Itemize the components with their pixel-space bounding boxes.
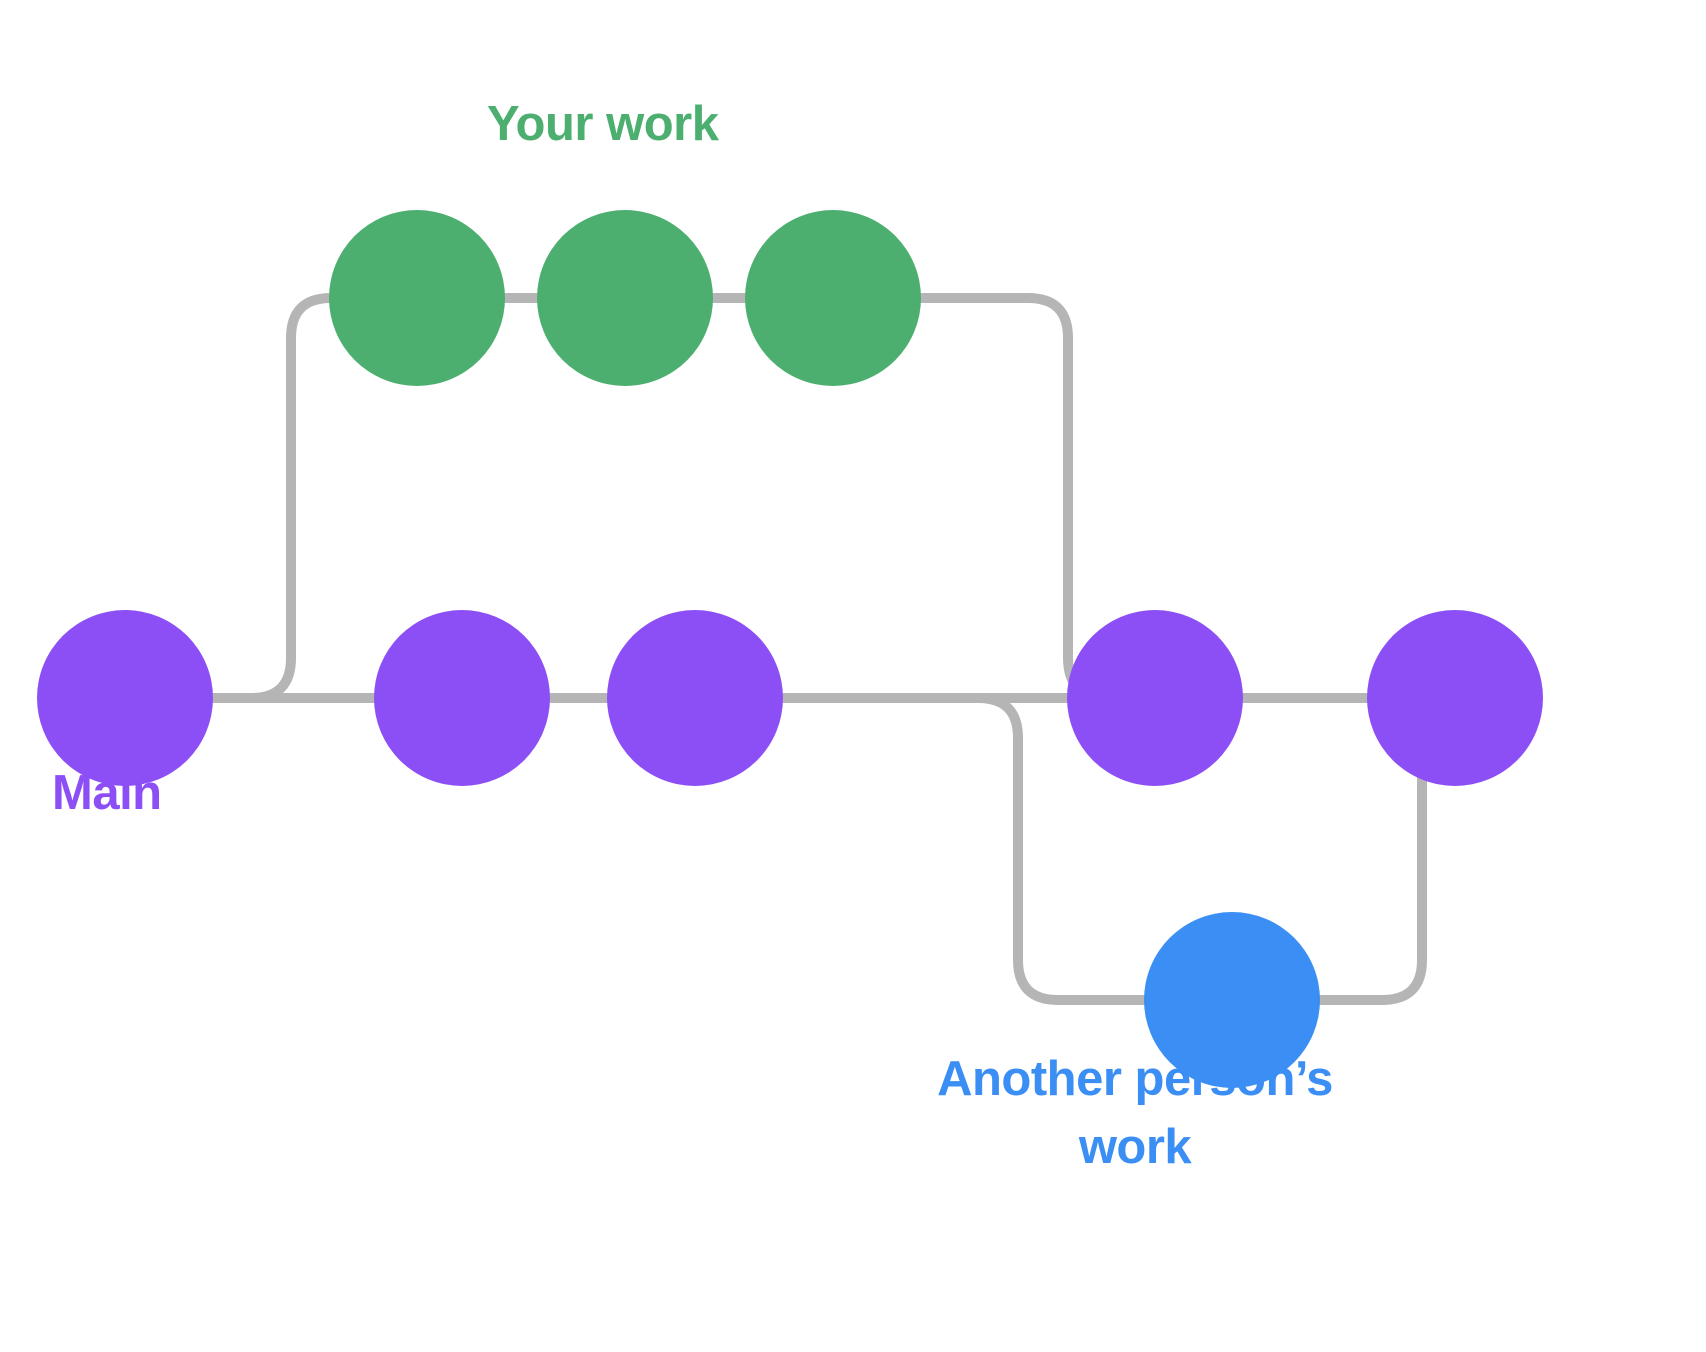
branch-label-another-person-work: Another person’s work <box>937 1052 1333 1174</box>
commit-node-main-4[interactable] <box>1067 610 1243 786</box>
branch-label-your-work: Your work <box>487 97 719 151</box>
commit-node-green-1[interactable] <box>329 210 505 386</box>
branch-label-main: Main <box>52 766 162 820</box>
commit-node-blue-1[interactable] <box>1144 912 1320 1088</box>
commit-node-green-3[interactable] <box>745 210 921 386</box>
commit-node-green-2[interactable] <box>537 210 713 386</box>
commit-nodes <box>37 210 1543 1088</box>
connector-branch-out-blue <box>888 693 1150 1005</box>
connector-merge-in-green <box>916 293 1115 703</box>
connector-branch-out-green <box>244 293 336 703</box>
commit-node-main-5[interactable] <box>1367 610 1543 786</box>
commit-node-main-2[interactable] <box>374 610 550 786</box>
commit-node-main-1[interactable] <box>37 610 213 786</box>
commit-node-main-3[interactable] <box>607 610 783 786</box>
